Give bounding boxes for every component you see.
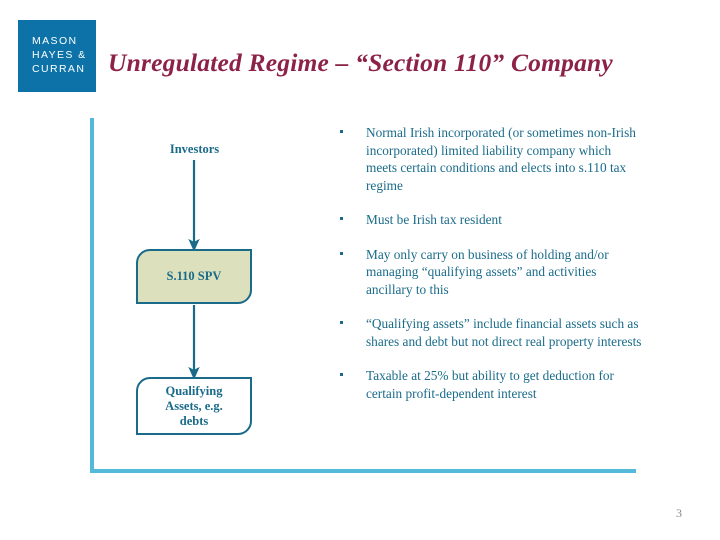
- bullet-text: “Qualifying assets” include financial as…: [366, 316, 642, 349]
- list-item: “Qualifying assets” include financial as…: [340, 315, 645, 350]
- list-item: Must be Irish tax resident: [340, 211, 645, 229]
- node-qualifying-assets: Qualifying Assets, e.g. debts: [136, 377, 252, 435]
- frame-bottom-rule: [90, 469, 636, 473]
- node-s110-spv: S.110 SPV: [136, 249, 252, 304]
- list-item: Taxable at 25% but ability to get deduct…: [340, 367, 645, 402]
- logo-line-3: CURRAN: [32, 63, 86, 75]
- node-s110-spv-label: S.110 SPV: [166, 269, 222, 283]
- list-item: Normal Irish incorporated (or sometimes …: [340, 124, 645, 194]
- node-investors: Investors: [169, 142, 220, 156]
- node-qualifying-assets-line-3: debts: [179, 413, 209, 428]
- bullet-text: May only carry on business of holding an…: [366, 246, 609, 297]
- page-number: 3: [676, 506, 682, 520]
- slide-title: Unregulated Regime – “Section 110” Compa…: [108, 48, 613, 77]
- list-item: May only carry on business of holding an…: [340, 246, 645, 299]
- mason-hayes-curran-logo: MASON HAYES & CURRAN: [18, 20, 96, 92]
- bullet-square-icon: [340, 124, 366, 133]
- bullet-text: Normal Irish incorporated (or sometimes …: [366, 125, 636, 193]
- bullet-square-icon: [340, 367, 366, 376]
- frame-left-rule: [90, 118, 94, 473]
- node-qualifying-assets-line-2: Assets, e.g.: [165, 398, 223, 413]
- node-qualifying-assets-label: Qualifying Assets, e.g. debts: [165, 384, 223, 429]
- node-qualifying-assets-line-1: Qualifying: [165, 383, 223, 398]
- bullet-list: Normal Irish incorporated (or sometimes …: [340, 124, 645, 419]
- bullet-square-icon: [340, 246, 366, 255]
- bullet-text: Must be Irish tax resident: [366, 212, 502, 227]
- bullet-text: Taxable at 25% but ability to get deduct…: [366, 368, 614, 401]
- logo-line-1: MASON: [32, 35, 78, 47]
- bullet-square-icon: [340, 315, 366, 324]
- bullet-square-icon: [340, 211, 366, 220]
- logo-line-2: HAYES &: [32, 49, 87, 61]
